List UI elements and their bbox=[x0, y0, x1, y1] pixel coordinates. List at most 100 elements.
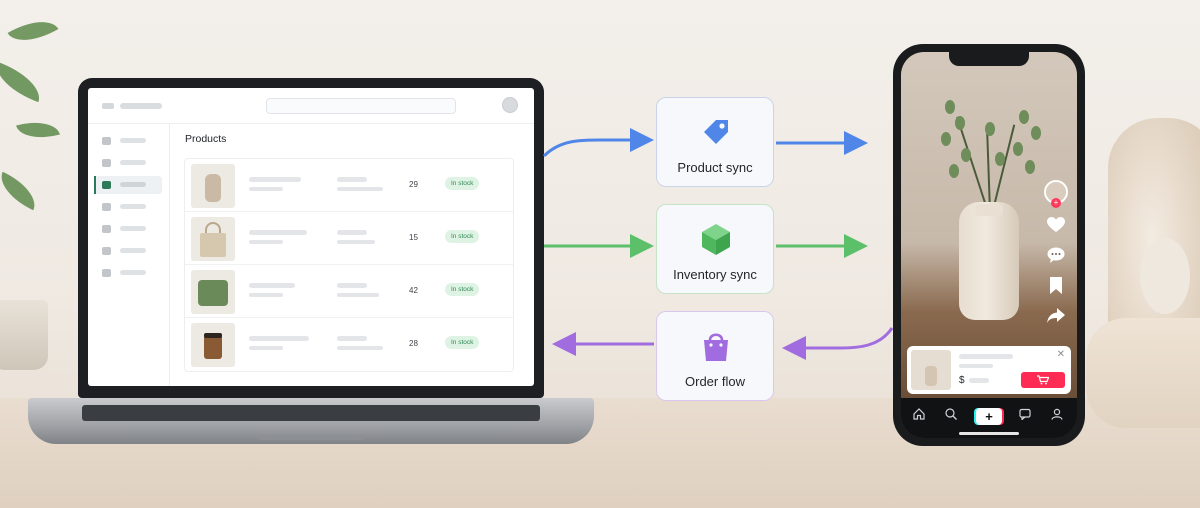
product-quantity: 42 bbox=[409, 286, 418, 295]
tote-bag-body bbox=[200, 233, 226, 257]
tag-icon bbox=[704, 120, 728, 144]
status-badge: In stock bbox=[445, 283, 480, 296]
flow-label: Product sync bbox=[677, 160, 753, 175]
product-thumbnail bbox=[191, 323, 235, 367]
plant-pot bbox=[0, 300, 48, 370]
leaf-icon bbox=[985, 122, 995, 136]
status-badge: In stock bbox=[445, 230, 480, 243]
product-thumbnail bbox=[191, 217, 235, 261]
product-category bbox=[337, 336, 367, 341]
inbox-icon[interactable] bbox=[1017, 408, 1033, 424]
order-flow-card: Order flow bbox=[656, 311, 774, 401]
sidebar-item-label bbox=[120, 182, 146, 187]
sidebar-item-analytics[interactable] bbox=[94, 220, 162, 238]
sidebar-item-more[interactable] bbox=[94, 264, 162, 282]
sidebar-item-customers[interactable] bbox=[94, 198, 162, 216]
product-category bbox=[337, 177, 367, 182]
sidebar-item-label bbox=[120, 204, 146, 209]
order-flow-arrow-in bbox=[782, 327, 894, 360]
product-quantity: 15 bbox=[409, 233, 418, 242]
product-price bbox=[337, 346, 383, 350]
product-sku bbox=[249, 240, 283, 244]
table-row[interactable]: 42 In stock bbox=[185, 265, 513, 318]
laptop: Products 29 In stock 15 In stock bbox=[78, 78, 544, 398]
leaf-icon bbox=[1013, 142, 1023, 156]
sidebar-item-settings[interactable] bbox=[94, 242, 162, 260]
follow-plus-icon[interactable]: + bbox=[1051, 198, 1061, 208]
sidebar-item-label bbox=[120, 160, 146, 165]
product-sku bbox=[249, 187, 283, 191]
store-admin-app: Products 29 In stock 15 In stock bbox=[88, 88, 534, 386]
table-row[interactable]: 28 In stock bbox=[185, 318, 513, 371]
sidebar-item-label bbox=[120, 248, 146, 253]
bookmark-icon[interactable] bbox=[1047, 276, 1065, 294]
sidebar-item-home[interactable] bbox=[94, 132, 162, 150]
featured-vase bbox=[959, 202, 1019, 320]
cart-icon bbox=[1037, 375, 1050, 385]
decor-vase-opening bbox=[1140, 238, 1190, 314]
bar-chart-icon bbox=[102, 225, 111, 233]
product-name bbox=[249, 230, 307, 235]
social-shop-app: + $ ✕ bbox=[901, 52, 1077, 438]
product-price bbox=[969, 378, 989, 383]
decor-towel bbox=[1086, 318, 1200, 428]
product-sync-arrow-in bbox=[542, 128, 654, 158]
close-icon[interactable]: ✕ bbox=[1056, 349, 1065, 360]
leaf-icon bbox=[945, 100, 955, 114]
bottom-tabbar: + bbox=[901, 398, 1077, 438]
product-quantity: 29 bbox=[409, 180, 418, 189]
search-icon[interactable] bbox=[943, 408, 959, 424]
product-name bbox=[249, 177, 301, 182]
heart-icon[interactable] bbox=[1047, 216, 1065, 234]
create-plus-icon[interactable]: + bbox=[976, 408, 1002, 425]
inventory-sync-card: Inventory sync bbox=[656, 204, 774, 294]
product-card[interactable]: $ ✕ bbox=[907, 346, 1071, 394]
sidebar-item-products[interactable] bbox=[94, 176, 162, 194]
plant-leaf-icon bbox=[0, 171, 43, 211]
active-indicator bbox=[94, 176, 96, 194]
profile-icon[interactable] bbox=[1049, 408, 1065, 424]
product-name bbox=[249, 283, 295, 288]
plant-leaf-icon bbox=[0, 61, 47, 103]
app-sidebar bbox=[88, 124, 170, 386]
sidebar-item-label bbox=[120, 138, 146, 143]
home-icon[interactable] bbox=[911, 408, 927, 424]
cube-icon bbox=[702, 224, 730, 255]
product-price bbox=[337, 187, 383, 191]
search-input[interactable] bbox=[266, 98, 456, 114]
menu-icon bbox=[102, 269, 111, 277]
table-row[interactable]: 29 In stock bbox=[185, 159, 513, 212]
plant-leaf-icon bbox=[7, 9, 59, 53]
shopping-bag-icon bbox=[704, 333, 728, 361]
product-quantity: 28 bbox=[409, 339, 418, 348]
leaf-icon bbox=[1031, 126, 1041, 140]
product-thumbnail bbox=[191, 164, 235, 208]
product-name bbox=[249, 336, 309, 341]
leaf-icon bbox=[1025, 160, 1035, 174]
add-to-cart-button[interactable] bbox=[1021, 372, 1065, 388]
leaf-icon bbox=[949, 164, 959, 178]
avatar[interactable] bbox=[502, 97, 518, 113]
product-sync-card: Product sync bbox=[656, 97, 774, 187]
flow-label: Inventory sync bbox=[673, 267, 757, 282]
share-icon[interactable] bbox=[1047, 306, 1065, 324]
candle-icon bbox=[204, 335, 222, 359]
table-row[interactable]: 15 In stock bbox=[185, 212, 513, 265]
phone-notch bbox=[949, 52, 1029, 66]
product-price bbox=[337, 240, 375, 244]
shopping-bag-icon bbox=[102, 181, 111, 189]
product-thumbnail bbox=[191, 270, 235, 314]
status-badge: In stock bbox=[445, 336, 480, 349]
comment-icon[interactable] bbox=[1047, 246, 1065, 264]
product-category bbox=[337, 230, 367, 235]
menu-icon[interactable] bbox=[102, 103, 114, 109]
product-price bbox=[337, 293, 379, 297]
sidebar-item-label bbox=[120, 270, 146, 275]
sidebar-item-tags[interactable] bbox=[94, 154, 162, 172]
leaf-icon bbox=[1019, 110, 1029, 124]
product-category bbox=[337, 283, 367, 288]
app-brand bbox=[120, 103, 162, 109]
leaf-icon bbox=[941, 132, 951, 146]
leaf-icon bbox=[995, 152, 1005, 166]
page-title: Products bbox=[185, 133, 227, 145]
